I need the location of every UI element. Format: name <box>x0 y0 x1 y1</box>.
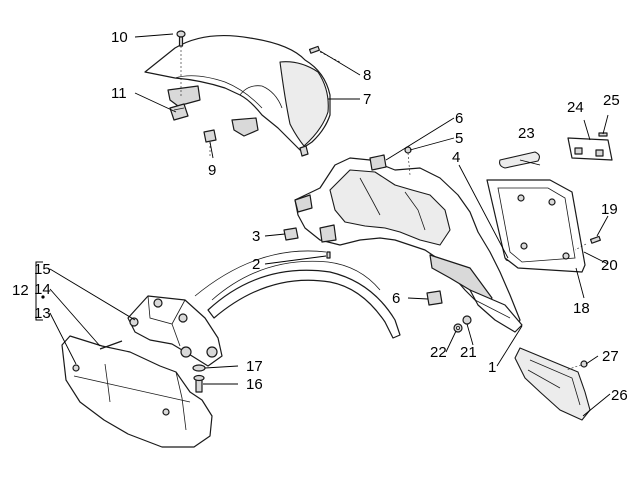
clip-6-lower-part <box>426 290 443 306</box>
callout-17: 17 <box>246 358 263 375</box>
license-plate-holder-part <box>486 179 586 273</box>
frame-rail-part <box>194 250 401 339</box>
callout-6-upper: 6 <box>455 110 463 127</box>
screw-20-part <box>574 235 601 251</box>
callout-13: 13 <box>34 305 51 322</box>
callout-19: 19 <box>601 201 618 218</box>
callout-12: 12 <box>12 282 29 299</box>
splash-flap-26-part <box>514 347 591 421</box>
callout-8: 8 <box>363 67 371 84</box>
callout-1: 1 <box>488 359 496 376</box>
callout-15: 15 <box>34 261 51 278</box>
callout-2: 2 <box>252 256 260 273</box>
rear-cover-part <box>144 34 331 157</box>
callout-6-lower: 6 <box>392 290 400 307</box>
callout-25: 25 <box>603 92 620 109</box>
callout-23: 23 <box>518 125 535 142</box>
callout-24: 24 <box>567 99 584 116</box>
callout-18: 18 <box>573 300 590 317</box>
callout-11: 11 <box>111 85 127 102</box>
callout-22: 22 <box>430 344 447 361</box>
washer-17-part <box>192 364 206 372</box>
callout-9: 9 <box>208 162 216 179</box>
callout-20: 20 <box>601 257 618 274</box>
clip-6-upper-part <box>369 154 387 171</box>
rear-bracket-15-part <box>127 295 223 367</box>
callout-3: 3 <box>252 228 260 245</box>
mud-flap-13-part <box>61 335 213 448</box>
callout-4: 4 <box>452 149 460 166</box>
callout-10: 10 <box>111 29 128 46</box>
screw-8-part <box>308 45 341 63</box>
clip-3-part <box>283 227 299 241</box>
screw-27-part <box>565 360 588 371</box>
washer-21-part <box>462 315 472 325</box>
bolt-16-part <box>193 374 205 393</box>
clip-11-part <box>169 103 189 121</box>
bolt-2-part <box>326 251 331 259</box>
callout-16: 16 <box>246 376 263 393</box>
callout-labels: 1 2 3 4 5 6 6 7 8 9 10 11 12 13 14 15 16… <box>12 29 628 404</box>
callout-21: 21 <box>460 344 477 361</box>
leader-lines <box>35 33 611 417</box>
clip-9-part <box>203 129 217 158</box>
callout-14: 14 <box>34 281 51 298</box>
callout-5: 5 <box>455 130 463 147</box>
bracket-24-part <box>567 137 613 161</box>
callout-26: 26 <box>611 387 628 404</box>
screw-14-part <box>99 340 123 350</box>
reflector-23-part <box>499 151 540 169</box>
rear-mudguard-part <box>294 157 523 333</box>
callout-27: 27 <box>602 348 619 365</box>
nut-22-part <box>453 323 463 333</box>
callout-7: 7 <box>363 91 371 108</box>
screw-10-part <box>176 30 186 96</box>
